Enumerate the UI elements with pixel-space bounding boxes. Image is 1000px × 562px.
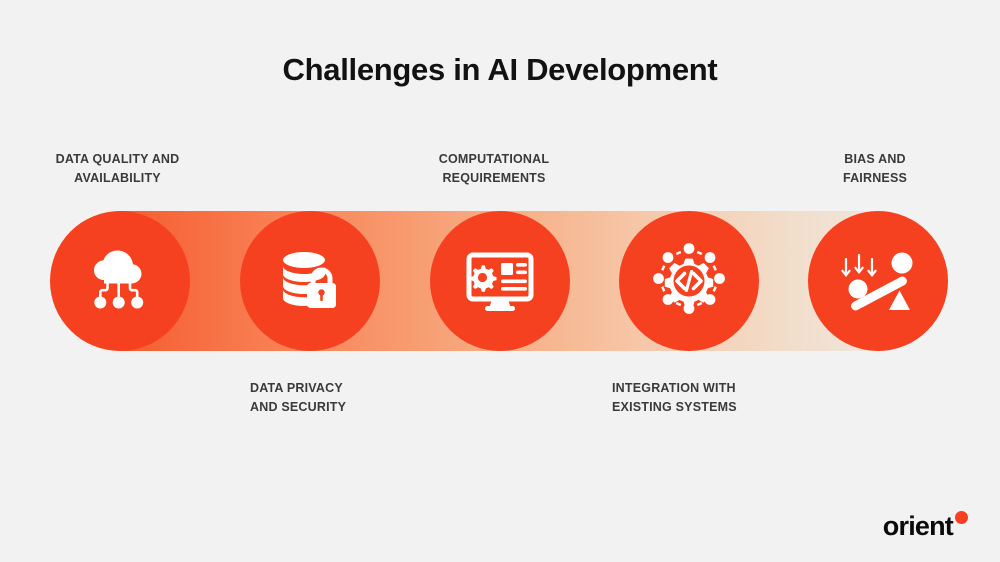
item-label-data-privacy: DATA PRIVACY AND SECURITY bbox=[250, 381, 347, 415]
item-label-bias-fairness: BIAS AND FAIRNESS bbox=[842, 152, 908, 186]
page-title: Challenges in AI Development bbox=[282, 52, 718, 87]
cloud-network-icon bbox=[81, 242, 159, 320]
gear-code-network-icon bbox=[647, 239, 731, 323]
icon-circle-integration bbox=[619, 211, 759, 351]
logo-wordmark: orient bbox=[882, 511, 954, 541]
item-label-integration: INTEGRATION WITH EXISTING SYSTEMS bbox=[612, 381, 737, 415]
monitor-gear-icon bbox=[459, 242, 541, 320]
icon-circle-data-quality bbox=[50, 211, 190, 351]
database-lock-icon bbox=[271, 242, 349, 320]
brand-logo: orient bbox=[882, 511, 968, 541]
icon-circle-bias-fairness bbox=[808, 211, 948, 351]
icon-circle-data-privacy bbox=[240, 211, 380, 351]
logo-dot-icon bbox=[955, 511, 968, 524]
unbalanced-scale-icon bbox=[836, 241, 920, 321]
item-label-computational: COMPUTATIONAL REQUIREMENTS bbox=[438, 152, 550, 186]
icon-circle-computational bbox=[430, 211, 570, 351]
item-label-data-quality: DATA QUALITY AND AVAILABILITY bbox=[55, 152, 180, 186]
